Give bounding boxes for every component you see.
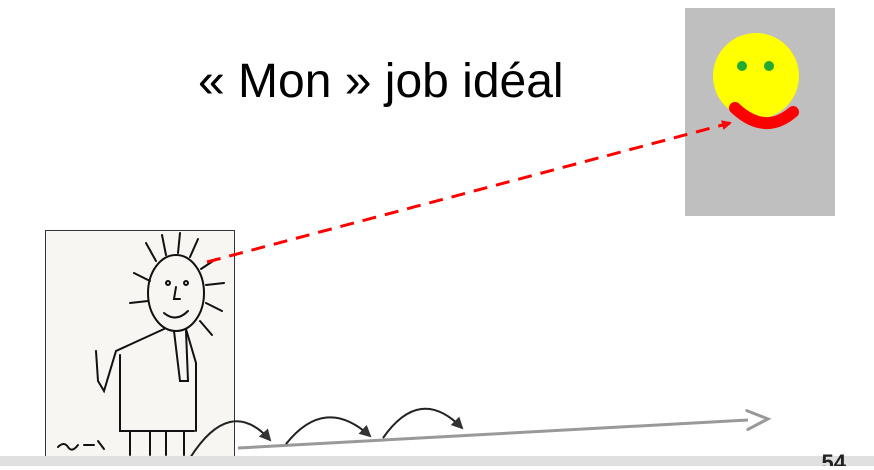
footer-bar xyxy=(0,456,874,466)
page-number: 54 xyxy=(822,452,846,466)
hop-arrow-3 xyxy=(383,409,462,438)
timeline-arrow xyxy=(238,420,748,448)
dashed-arrow xyxy=(207,123,730,262)
hop-arrow-1 xyxy=(190,421,270,458)
